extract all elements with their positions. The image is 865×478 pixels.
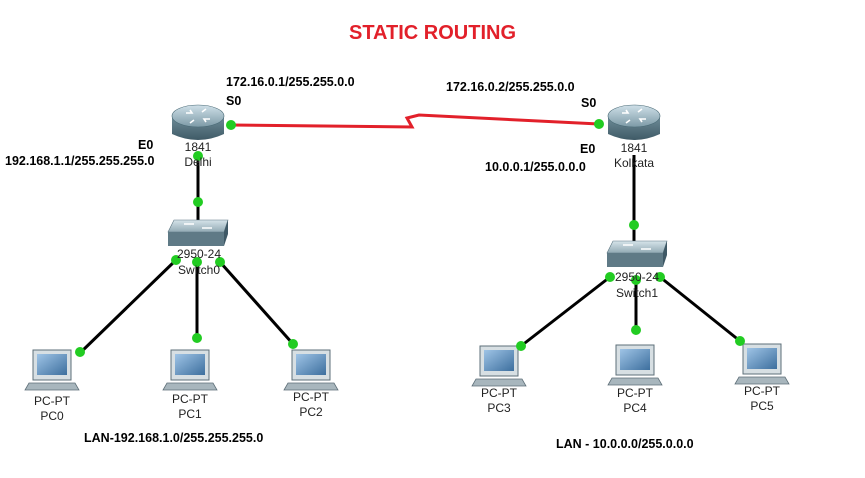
port-dot	[215, 257, 225, 267]
delhi-eth-label: E0	[138, 138, 154, 152]
port-dot	[226, 120, 236, 130]
pc0-type: PC-PT	[34, 394, 70, 408]
link-switch0-pc0	[78, 258, 178, 355]
pc1-name: PC1	[178, 407, 202, 421]
pc5-name: PC5	[750, 399, 774, 413]
pc3-name: PC3	[487, 401, 511, 415]
link-switch0-pc2	[218, 261, 295, 345]
pc2-name: PC2	[299, 405, 323, 419]
lan-right-label: LAN - 10.0.0.0/255.0.0.0	[556, 437, 694, 451]
kolkata-eth-ip: 10.0.0.1/255.0.0.0	[485, 160, 586, 174]
port-dot	[171, 255, 181, 265]
port-dot	[516, 341, 526, 351]
switch1[interactable]	[606, 240, 668, 267]
link-switch1-pc3	[520, 275, 611, 348]
kolkata-model: 1841	[620, 141, 648, 155]
pc5-type: PC-PT	[744, 384, 780, 398]
delhi-eth-ip: 192.168.1.1/255.255.255.0	[5, 154, 155, 168]
router-kolkata[interactable]	[607, 104, 661, 140]
delhi-serial-label: S0	[226, 94, 242, 108]
port-dot	[75, 347, 85, 357]
pc2[interactable]	[283, 349, 339, 391]
port-dot	[192, 333, 202, 343]
port-dot	[631, 325, 641, 335]
pc5[interactable]	[734, 343, 790, 385]
port-dot	[193, 151, 203, 161]
pc0[interactable]	[24, 349, 80, 391]
port-dot	[605, 272, 615, 282]
switch0-name: Switch0	[177, 263, 221, 277]
port-dot	[193, 197, 203, 207]
delhi-name: Delhi	[184, 155, 212, 169]
delhi-serial-ip: 172.16.0.1/255.255.0.0	[226, 75, 355, 89]
kolkata-serial-label: S0	[581, 96, 597, 110]
port-dot	[629, 220, 639, 230]
pc1[interactable]	[162, 349, 218, 391]
serial-link	[230, 113, 600, 129]
switch0[interactable]	[167, 219, 229, 246]
pc3-type: PC-PT	[481, 386, 517, 400]
diagram-title: STATIC ROUTING	[348, 22, 517, 44]
pc1-type: PC-PT	[172, 392, 208, 406]
pc4-name: PC4	[623, 401, 647, 415]
port-dot	[192, 257, 202, 267]
kolkata-name: Kolkata	[613, 156, 655, 170]
switch1-model: 2950-24	[614, 270, 660, 284]
link-switch1-pc5	[659, 275, 741, 343]
pc3[interactable]	[471, 345, 527, 387]
pc0-name: PC0	[40, 409, 64, 423]
lan-left-label: LAN-192.168.1.0/255.255.255.0	[84, 431, 264, 445]
port-dot	[631, 275, 641, 285]
port-dot	[594, 119, 604, 129]
port-indicators	[75, 119, 745, 357]
pc4-type: PC-PT	[617, 386, 653, 400]
kolkata-serial-ip: 172.16.0.2/255.255.0.0	[446, 80, 575, 94]
router-delhi[interactable]	[171, 104, 225, 140]
switch0-model: 2950-24	[176, 247, 222, 261]
port-dot	[735, 336, 745, 346]
port-dot	[288, 339, 298, 349]
switch1-name: Switch1	[615, 286, 659, 300]
pc2-type: PC-PT	[293, 390, 329, 404]
pc4[interactable]	[607, 344, 663, 386]
kolkata-eth-label: E0	[580, 142, 596, 156]
delhi-model: 1841	[184, 140, 212, 154]
port-dot	[655, 272, 665, 282]
